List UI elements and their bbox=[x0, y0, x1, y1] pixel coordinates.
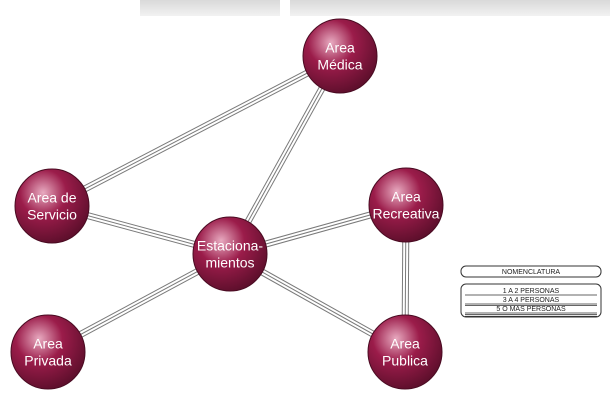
legend-item-label: 3 A 4 PERSONAS bbox=[503, 297, 560, 304]
legend-item: 1 A 2 PERSONAS bbox=[465, 288, 597, 296]
legend-items-box bbox=[460, 283, 602, 318]
node-label: Médica bbox=[317, 57, 362, 73]
edge-line bbox=[229, 55, 341, 255]
node-label: Area bbox=[390, 336, 420, 352]
node-circle bbox=[14, 168, 90, 244]
node-label: mientos bbox=[205, 255, 254, 271]
node-label: Recreativa bbox=[373, 206, 440, 222]
node-circle bbox=[10, 314, 86, 390]
legend-item-label: 1 A 2 PERSONAS bbox=[503, 288, 560, 295]
edge-line bbox=[53, 58, 342, 210]
node-label: Publica bbox=[382, 353, 428, 369]
legend: NOMENCLATURA 1 A 2 PERSONAS 3 A 4 PERSONA… bbox=[460, 265, 602, 318]
node-circle bbox=[368, 167, 444, 243]
legend-items: 1 A 2 PERSONAS 3 A 4 PERSONAS 5 O MAS PERS… bbox=[465, 288, 597, 317]
legend-item-label: 5 O MAS PERSONAS bbox=[496, 306, 566, 313]
legend-title: NOMENCLATURA bbox=[502, 269, 561, 276]
node-circle bbox=[367, 314, 443, 390]
legend-item: 3 A 4 PERSONAS bbox=[465, 297, 597, 306]
edge-line bbox=[50, 52, 339, 204]
node-estacionamientos: Estaciona-mientos bbox=[192, 216, 268, 292]
edge-area-medica-estacionamientos bbox=[226, 54, 344, 256]
node-label: Servicio bbox=[27, 207, 77, 223]
legend-item: 5 O MAS PERSONAS bbox=[465, 306, 597, 317]
header-strip-left bbox=[140, 0, 280, 16]
legend-title-box bbox=[460, 265, 602, 278]
node-label: Estaciona- bbox=[197, 238, 263, 254]
edge-line bbox=[226, 54, 338, 253]
edges-layer bbox=[46, 52, 410, 356]
node-label: Area bbox=[33, 336, 63, 352]
node-label: Area de bbox=[27, 190, 76, 206]
node-circle bbox=[302, 18, 378, 94]
node-label: Area bbox=[391, 189, 421, 205]
edge-line bbox=[232, 57, 344, 256]
edge-line bbox=[51, 55, 341, 207]
node-label: Privada bbox=[24, 353, 72, 369]
node-circle bbox=[192, 216, 268, 292]
edge-area-medica-area-servicio bbox=[50, 52, 342, 210]
node-label: Area bbox=[325, 40, 355, 56]
header-strip-right bbox=[290, 0, 610, 16]
